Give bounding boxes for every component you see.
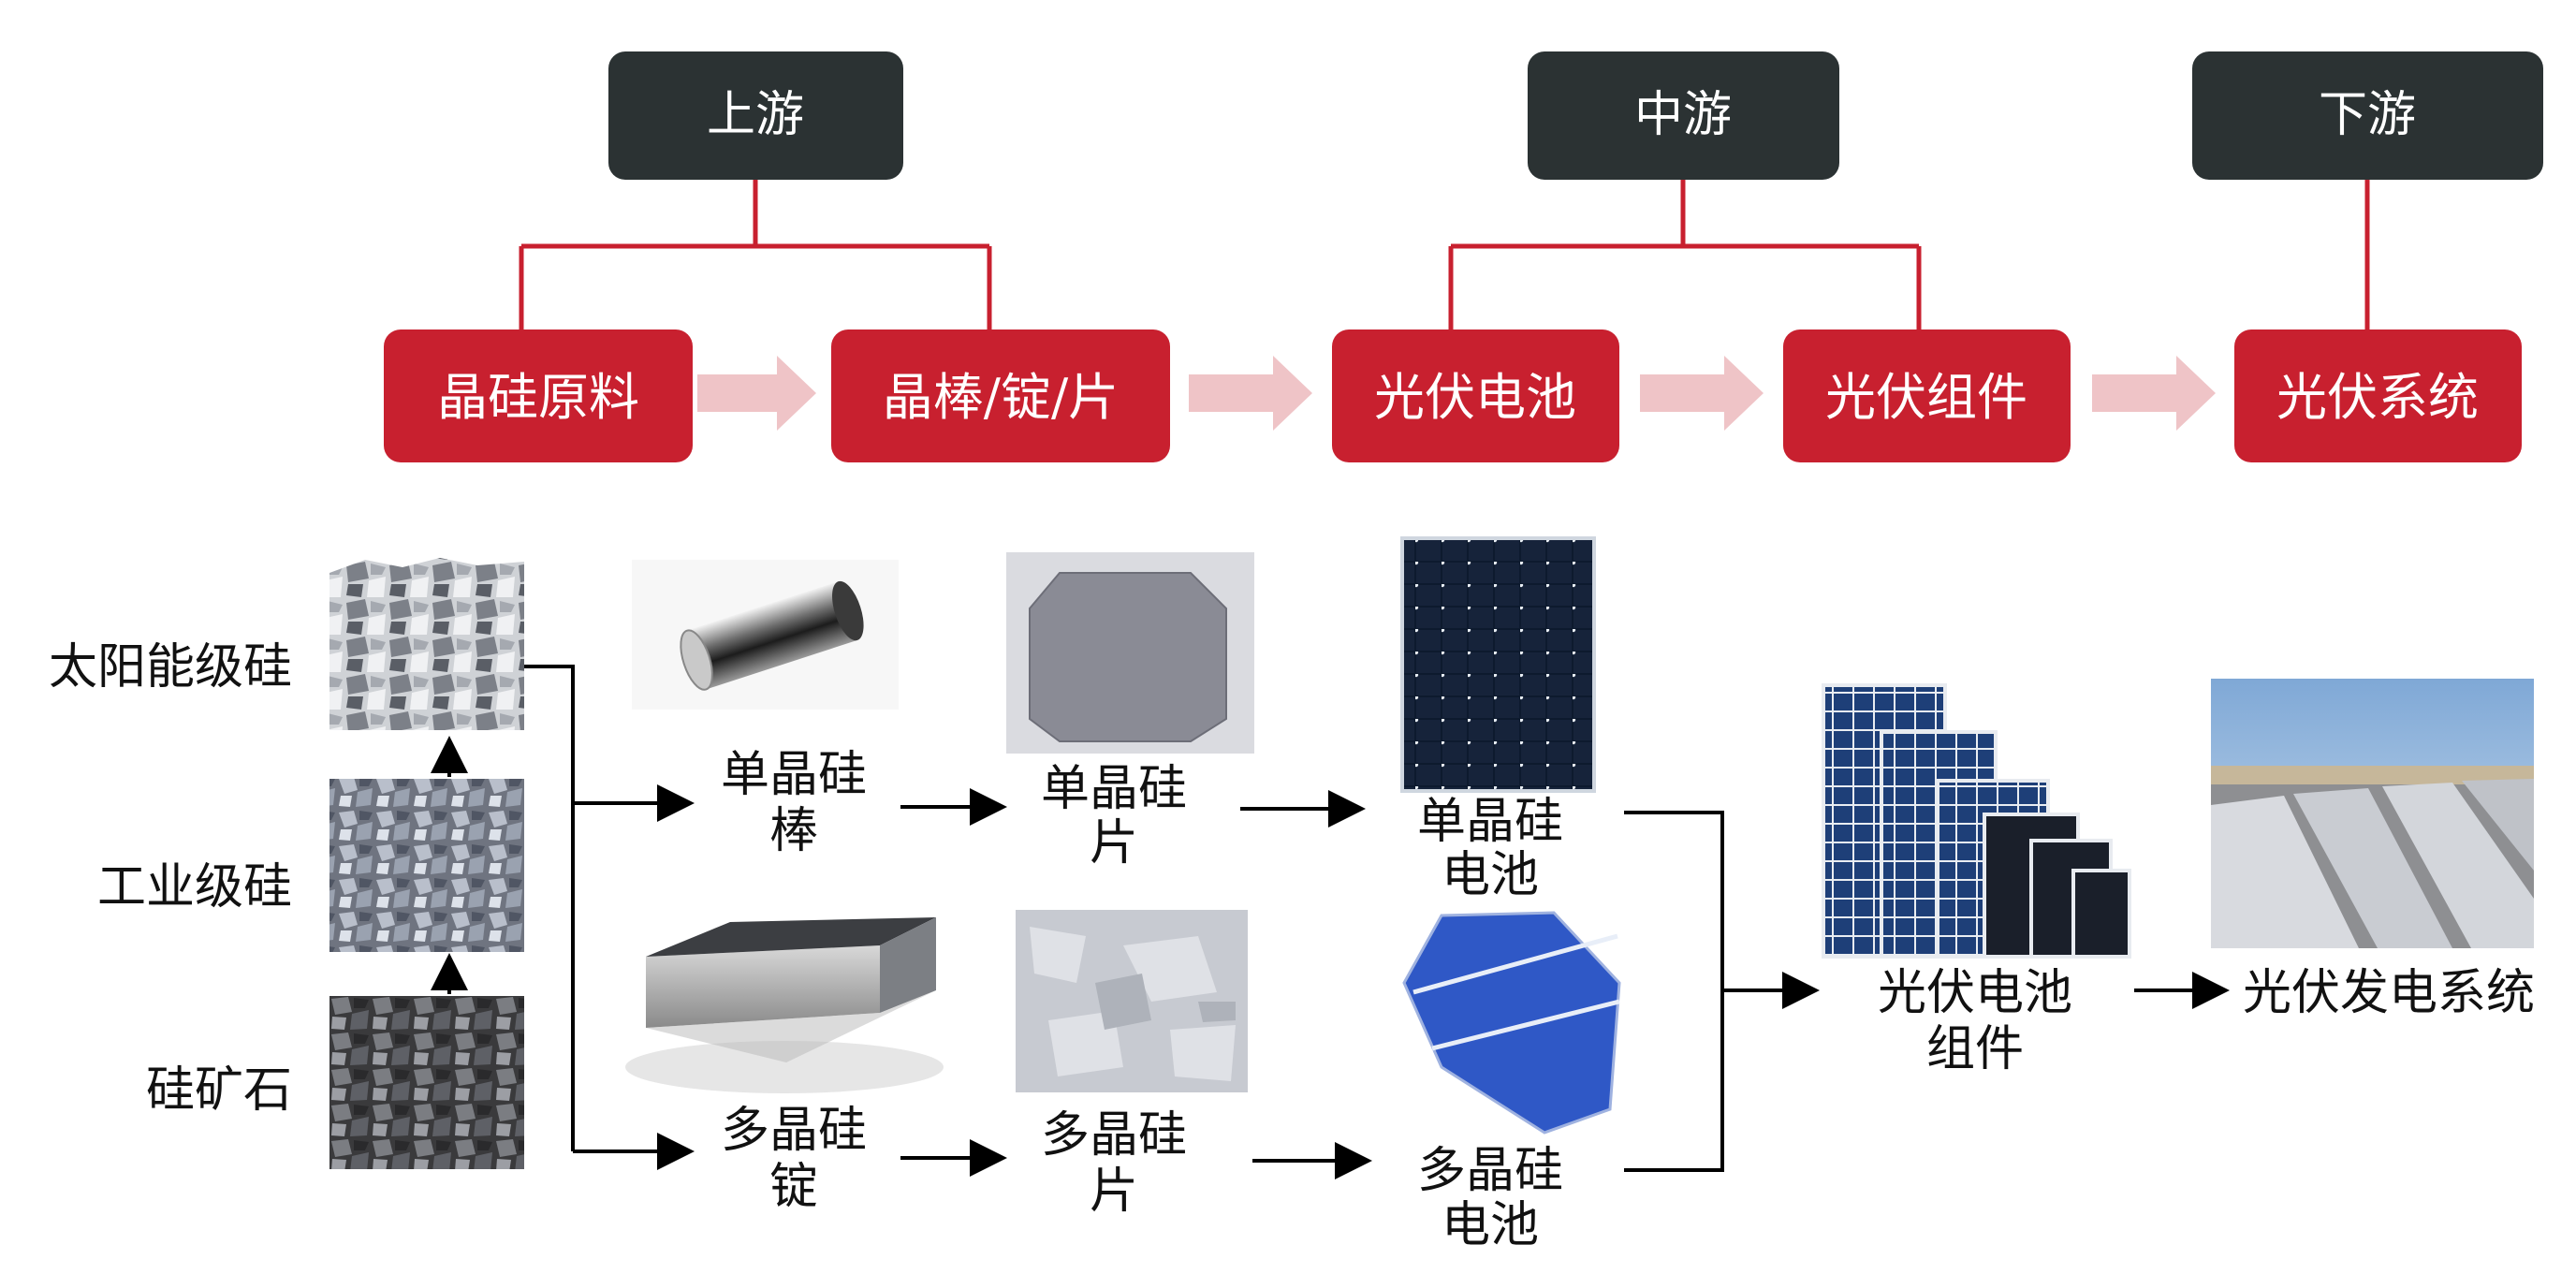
merge-connector: [1624, 811, 1820, 1172]
solar-farm-photo: [2211, 679, 2534, 948]
silica-ore-label: 硅矿石: [146, 1062, 292, 1119]
branch-connector: [524, 665, 695, 1170]
chevron-arrow-icon: [1189, 356, 1312, 431]
poly-ingot-label-line1: 多晶硅: [721, 1103, 867, 1159]
step-pv-cell: 光伏电池: [1332, 329, 1619, 462]
stage-midstream: 中游: [1528, 51, 1839, 180]
poly-cell-label-line2: 电池: [1442, 1197, 1539, 1253]
module-label-line2: 组件: [1926, 1021, 2024, 1077]
chevron-arrow-icon: [2092, 356, 2216, 431]
mono-cell-label-line1: 单晶硅: [1417, 794, 1563, 850]
chevron-arrows: [697, 356, 2216, 431]
step-pv-system: 光伏系统: [2234, 329, 2522, 462]
poly-wafer-label-line2: 片: [1090, 1164, 1138, 1220]
step-crystalline-feedstock: 晶硅原料: [384, 329, 693, 462]
chevron-arrow-icon: [1640, 356, 1764, 431]
step-rod-ingot-wafer: 晶棒/锭/片: [831, 329, 1170, 462]
poly-wafer-label-line1: 多晶硅: [1041, 1107, 1187, 1164]
solar-grade-silicon-label: 太阳能级硅: [49, 639, 292, 696]
mono-wafer-label-line1: 单晶硅: [1041, 761, 1187, 817]
stage-downstream-label: 下游: [2319, 87, 2416, 143]
mono-cell-photo: [1400, 536, 1596, 793]
poly-cell-label-line1: 多晶硅: [1417, 1143, 1563, 1199]
step-pv-module: 光伏组件: [1783, 329, 2071, 462]
mono-rod-label-line1: 单晶硅: [721, 747, 867, 803]
silicon-lumps-photo: [329, 779, 524, 952]
step-label: 晶硅原料: [437, 368, 639, 427]
mono-wafer-label-line2: 片: [1090, 815, 1138, 871]
mono-rod-label-line2: 棒: [769, 803, 818, 859]
ore-rocks-photo: [329, 996, 524, 1169]
industrial-grade-silicon-label: 工业级硅: [97, 859, 292, 915]
solar-panels-photo: [1822, 683, 2131, 959]
step-label: 光伏系统: [2276, 368, 2479, 427]
mono-cell-label-line2: 电池: [1442, 847, 1539, 903]
stage-midstream-label: 中游: [1634, 87, 1732, 143]
step-label: 光伏电池: [1374, 368, 1576, 427]
silicon-chunks-photo: [329, 558, 524, 730]
step-label: 光伏组件: [1825, 368, 2027, 427]
silicon-rod-photo: [632, 560, 899, 710]
poly-ingot-photo: [625, 917, 944, 1093]
module-label-line1: 光伏电池: [1878, 965, 2072, 1021]
poly-cell-photo: [1402, 911, 1621, 1135]
poly-ingot-label-line2: 锭: [769, 1159, 818, 1215]
stage-upstream: 上游: [608, 51, 903, 180]
chevron-arrow-icon: [697, 356, 816, 431]
step-label: 晶棒/锭/片: [883, 368, 1119, 427]
mono-wafer-photo: [1006, 552, 1254, 754]
poly-wafer-photo: [1016, 910, 1248, 1092]
stage-downstream: 下游: [2192, 51, 2543, 180]
system-label: 光伏发电系统: [2243, 965, 2535, 1021]
stage-upstream-label: 上游: [707, 87, 804, 143]
stage-connectors: [519, 180, 2370, 329]
